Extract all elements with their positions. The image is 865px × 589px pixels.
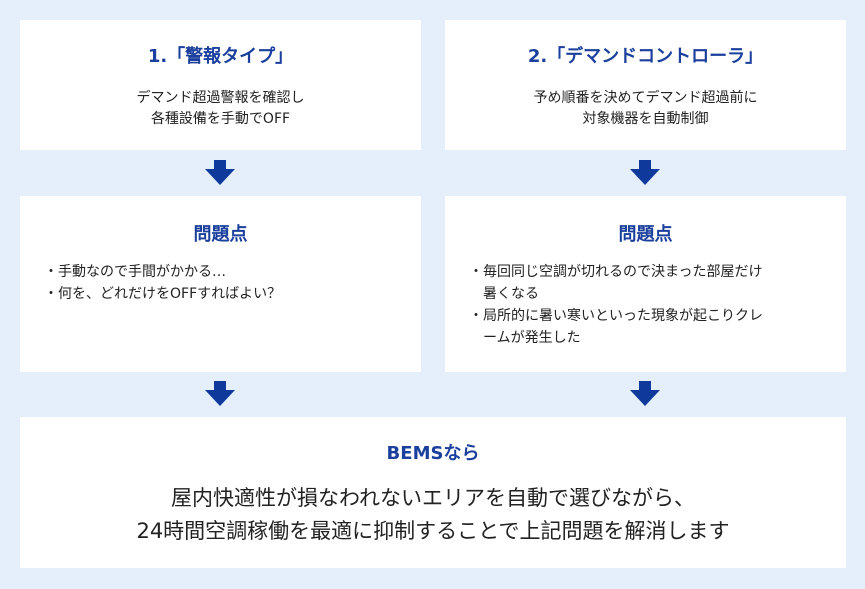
bems-box: BEMSなら 屋内快適性が損なわれないエリアを自動で選びながら、 24時間空調稼… [20,417,846,568]
type1-box: 1.「警報タイプ」 デマンド超過警報を確認し 各種設備を手動でOFF [20,20,421,150]
type2-desc-line-1: 予め順番を決めてデマンド超過前に [533,90,758,106]
bems-line-2: 24時間空調稼働を最適に抑制することで上記問題を解消します [136,519,730,543]
list-item: ・ 局所的に暑い寒いといった現象が起こりクレ ームが発生した [469,305,763,349]
list-item-text-line-2: 暑くなる [483,286,539,302]
bullet-icon: ・ [44,264,58,280]
type1-desc-line-1: デマンド超過警報を確認し [136,90,305,106]
list-item: ・ 毎回同じ空調が切れるので決まった部屋だけ 暑くなる [469,261,763,305]
type1-desc-line-2: 各種設備を手動でOFF [150,111,291,127]
list-item-text: 手動なので手間がかかる… [58,264,226,280]
bems-title: BEMSなら [386,443,480,464]
type2-problem-title: 問題点 [618,224,673,245]
type1-problem-title: 問題点 [193,224,248,245]
type2-box: 2.「デマンドコントローラ」 予め順番を決めてデマンド超過前に 対象機器を自動制… [445,20,846,150]
type2-problem-list: ・ 毎回同じ空調が切れるので決まった部屋だけ 暑くなる ・ 局所的に暑い寒いとい… [469,261,763,349]
type1-problem-list: ・ 手動なので手間がかかる… ・ 何を、どれだけをOFFすればよい？ [44,261,281,305]
bems-description: 屋内快適性が損なわれないエリアを自動で選びながら、 24時間空調稼働を最適に抑制… [20,482,846,548]
list-item-text-line-2: ームが発生した [483,330,581,346]
list-item-text: 何を、どれだけをOFFすればよい？ [58,286,282,302]
type2-description: 予め順番を決めてデマンド超過前に 対象機器を自動制御 [445,88,846,130]
bems-line-1: 屋内快適性が損なわれないエリアを自動で選びながら、 [171,486,695,510]
list-item-text-line-1: 局所的に暑い寒いといった現象が起こりクレ [483,308,763,324]
list-item-text-line-1: 毎回同じ空調が切れるので決まった部屋だけ [483,264,763,280]
bullet-icon: ・ [469,264,483,280]
bullet-icon: ・ [469,308,483,324]
type2-problem-box: 問題点 ・ 毎回同じ空調が切れるので決まった部屋だけ 暑くなる ・ 局所的に暑い… [445,196,846,372]
type1-description: デマンド超過警報を確認し 各種設備を手動でOFF [20,88,421,130]
list-item: ・ 手動なので手間がかかる… [44,261,281,283]
type1-problem-box: 問題点 ・ 手動なので手間がかかる… ・ 何を、どれだけをOFFすればよい？ [20,196,421,372]
type2-desc-line-2: 対象機器を自動制御 [582,111,709,127]
type1-title: 1.「警報タイプ」 [147,46,294,67]
type2-title: 2.「デマンドコントローラ」 [527,46,764,67]
list-item: ・ 何を、どれだけをOFFすればよい？ [44,283,281,305]
bullet-icon: ・ [44,286,58,302]
